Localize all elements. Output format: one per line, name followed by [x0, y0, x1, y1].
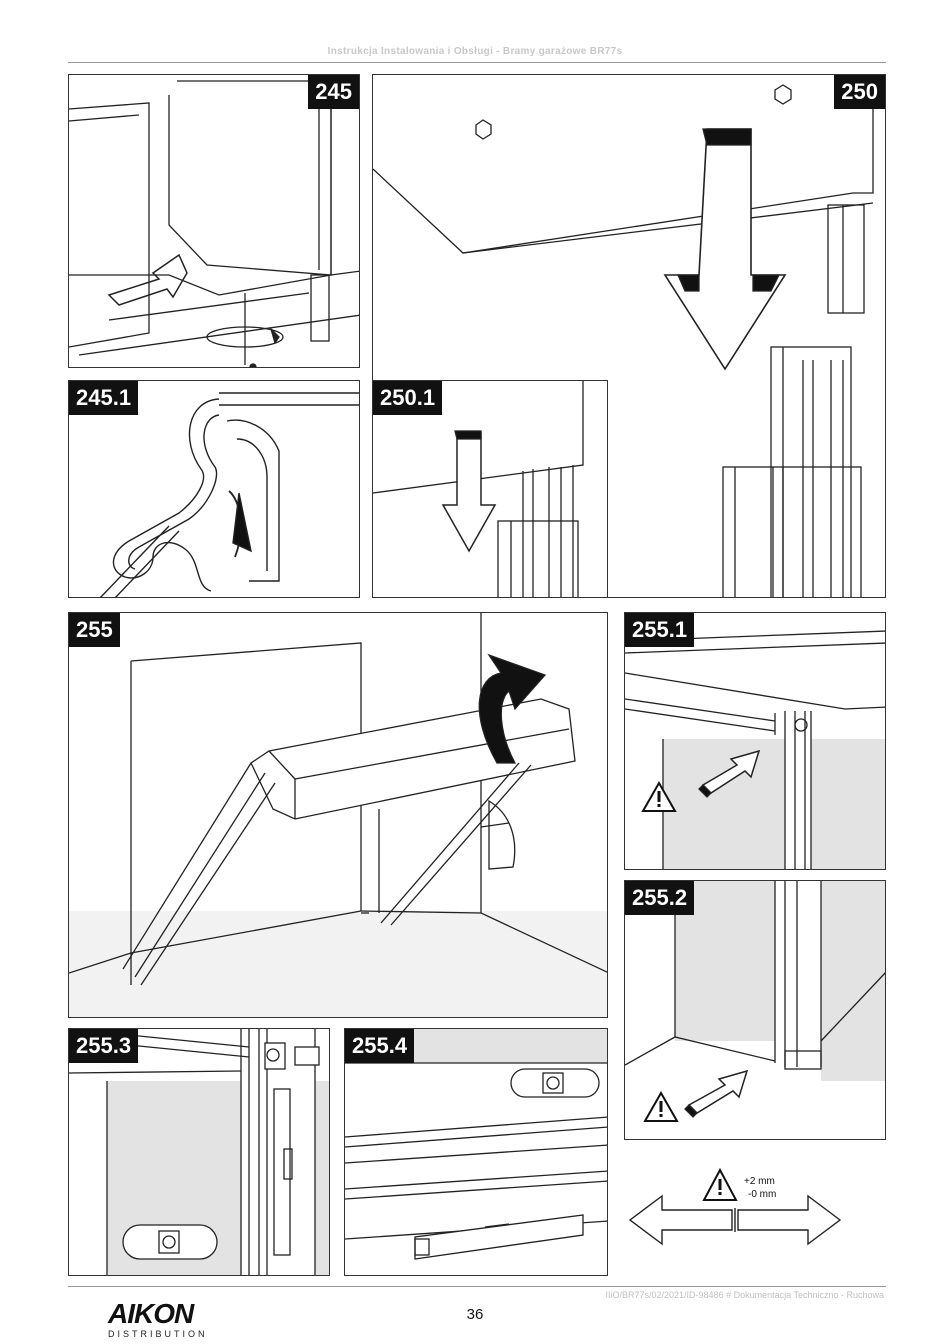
header-rule: [68, 62, 886, 63]
step-255-1-label: 255.1: [625, 613, 695, 647]
hex-bolt-icon: [774, 84, 792, 105]
footer-rule: [68, 1286, 886, 1287]
step-250-1-illustration: [373, 381, 584, 597]
step-245-panel: 245: [68, 74, 360, 368]
warning-triangle-icon: [702, 1167, 738, 1201]
step-255-4-illustration: [345, 1029, 607, 1260]
tolerance-plus: +2 mm: [744, 1176, 775, 1187]
step-250-label: 250: [834, 75, 885, 109]
step-255-3-panel: 255.3: [68, 1028, 330, 1276]
step-255-1-illustration: [625, 630, 885, 869]
step-250-1-label: 250.1: [373, 381, 443, 415]
tolerance-minus: -0 mm: [748, 1189, 777, 1200]
aikon-logo: AIKON DISTRIBUTION: [108, 1298, 208, 1340]
warning-triangle-icon: [641, 780, 677, 812]
step-250-1-panel: 250.1: [372, 380, 608, 598]
hex-bolt-icon: [475, 119, 492, 140]
double-arrow-icon: [628, 1194, 842, 1246]
step-245-illustration: [69, 80, 359, 367]
page-number: 36: [466, 1306, 484, 1323]
step-255-3-label: 255.3: [69, 1029, 139, 1063]
step-245-1-illustration: [99, 392, 359, 597]
step-245-1-label: 245.1: [69, 381, 139, 415]
step-255-illustration: [69, 613, 607, 1017]
step-255-2-illustration: [625, 881, 885, 1122]
tolerance-diagram: [628, 1167, 842, 1246]
step-255-2-label: 255.2: [625, 881, 695, 915]
step-255-2-panel: 255.2: [624, 880, 886, 1140]
step-255-label: 255: [69, 613, 120, 647]
logo-main-text: AIKON: [108, 1298, 194, 1329]
step-255-4-panel: 255.4: [344, 1028, 608, 1276]
warning-triangle-icon: [643, 1090, 679, 1122]
document-code: IIiO/BR77s/02/2021/ID-98486 # Dokumentac…: [605, 1290, 885, 1300]
step-255-1-panel: 255.1: [624, 612, 886, 870]
step-245-label: 245: [308, 75, 359, 109]
step-255-4-label: 255.4: [345, 1029, 415, 1063]
step-245-1-panel: 245.1: [68, 380, 360, 598]
step-255-3-illustration: [69, 1029, 329, 1275]
step-250-illustration: [373, 84, 874, 597]
document-header: Instrukcja Instalowania i Obsługi - Bram…: [327, 46, 623, 57]
logo-sub-text: DISTRIBUTION: [108, 1329, 208, 1339]
step-255-panel: 255: [68, 612, 608, 1018]
